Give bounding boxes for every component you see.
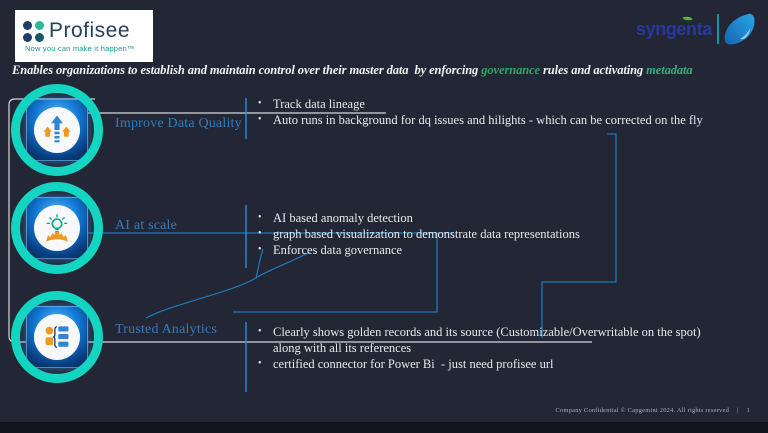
syngenta-logo: syngenta [636, 11, 758, 47]
bullet-item-continuation: along with all its references [273, 341, 412, 355]
bullet-item: Auto runs in background for dq issues an… [256, 112, 703, 128]
bullet-list-data-quality: Track data lineage Auto runs in backgrou… [256, 96, 703, 128]
footer-text: Company Confidential © Capgemini 2024. A… [555, 407, 730, 414]
bullet-list-ai: AI based anomaly detection graph based v… [256, 210, 580, 258]
section-label-trusted-analytics: Trusted Analytics [115, 322, 218, 337]
footer: Company Confidential © Capgemini 2024. A… [555, 407, 750, 414]
syngenta-emblem-icon [724, 13, 755, 45]
bullet-item: Enforces data governance [256, 242, 580, 258]
badge-trusted-analytics [11, 291, 103, 383]
profisee-brand-text: Profisee [49, 19, 131, 42]
section-label-improve-data-quality: Improve Data Quality [115, 116, 242, 131]
governance-highlight: governance [481, 63, 540, 77]
bullet-item: graph based visualization to demonstrate… [256, 226, 580, 242]
bullet-item: certified connector for Power Bi - just … [256, 356, 701, 372]
badge-data-quality [11, 84, 103, 176]
badge-ring [11, 291, 103, 383]
logo-divider [716, 14, 719, 44]
badge-ring [11, 84, 103, 176]
profisee-dots-icon [23, 20, 44, 42]
footer-page-number: 1 [746, 407, 750, 414]
profisee-logo: Profisee Now you can make it happen™ [15, 10, 153, 62]
footer-separator: | [737, 407, 739, 414]
metadata-highlight: metadata [646, 63, 693, 77]
subtitle-text: Enables organizations to establish and m… [12, 63, 482, 77]
bullet-item: Track data lineage [256, 96, 703, 112]
bullet-list-trusted-analytics: Clearly shows golden records and its sou… [256, 324, 701, 372]
section-label-ai-at-scale: AI at scale [115, 218, 178, 233]
bullet-item: AI based anomaly detection [256, 210, 580, 226]
badge-ring [11, 182, 103, 274]
badge-ai [11, 182, 103, 274]
syngenta-wordmark: syngenta [636, 18, 712, 39]
subtitle-text-mid: rules and activating [539, 63, 647, 77]
bullet-item: Clearly shows golden records and its sou… [256, 324, 701, 340]
profisee-tagline: Now you can make it happen™ [25, 44, 135, 53]
bottom-bar [0, 422, 768, 433]
slide-subtitle: Enables organizations to establish and m… [12, 63, 764, 78]
